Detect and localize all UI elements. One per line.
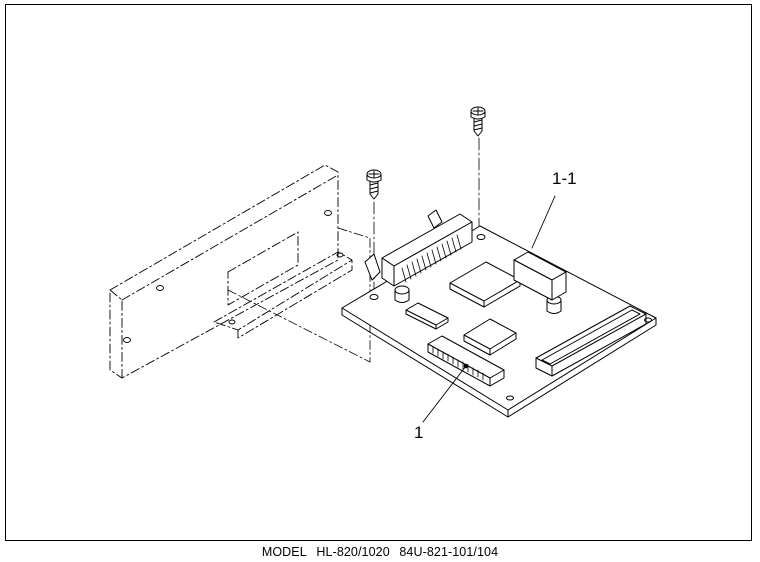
screw-right — [470, 106, 486, 137]
callout-part-1: 1 — [414, 423, 424, 442]
part-code: 84U-821-101/104 — [399, 545, 499, 559]
screw-axis-lines — [373, 137, 480, 297]
bracket-holes — [123, 210, 344, 343]
leader-lines — [422, 195, 556, 423]
mounting-bracket — [109, 164, 353, 379]
projection-lines — [227, 227, 371, 363]
pin-header — [427, 335, 505, 387]
footer-model-info: MODEL HL-820/1020 84U-821-101/104 — [0, 545, 760, 559]
model-label: MODEL — [261, 545, 307, 559]
edge-slot-connector — [535, 305, 647, 377]
drawing-frame — [5, 4, 752, 541]
chip-vertical — [513, 251, 567, 301]
screw-left — [366, 169, 382, 200]
parallel-connector — [364, 209, 473, 287]
ic-small — [463, 318, 517, 356]
capacitor-right — [546, 295, 562, 314]
model-number: HL-820/1020 — [316, 545, 390, 559]
leader-dot — [463, 363, 469, 369]
chip-small — [405, 302, 449, 330]
capacitor-left — [394, 285, 410, 303]
callout-part-1-1: 1-1 — [552, 169, 577, 188]
